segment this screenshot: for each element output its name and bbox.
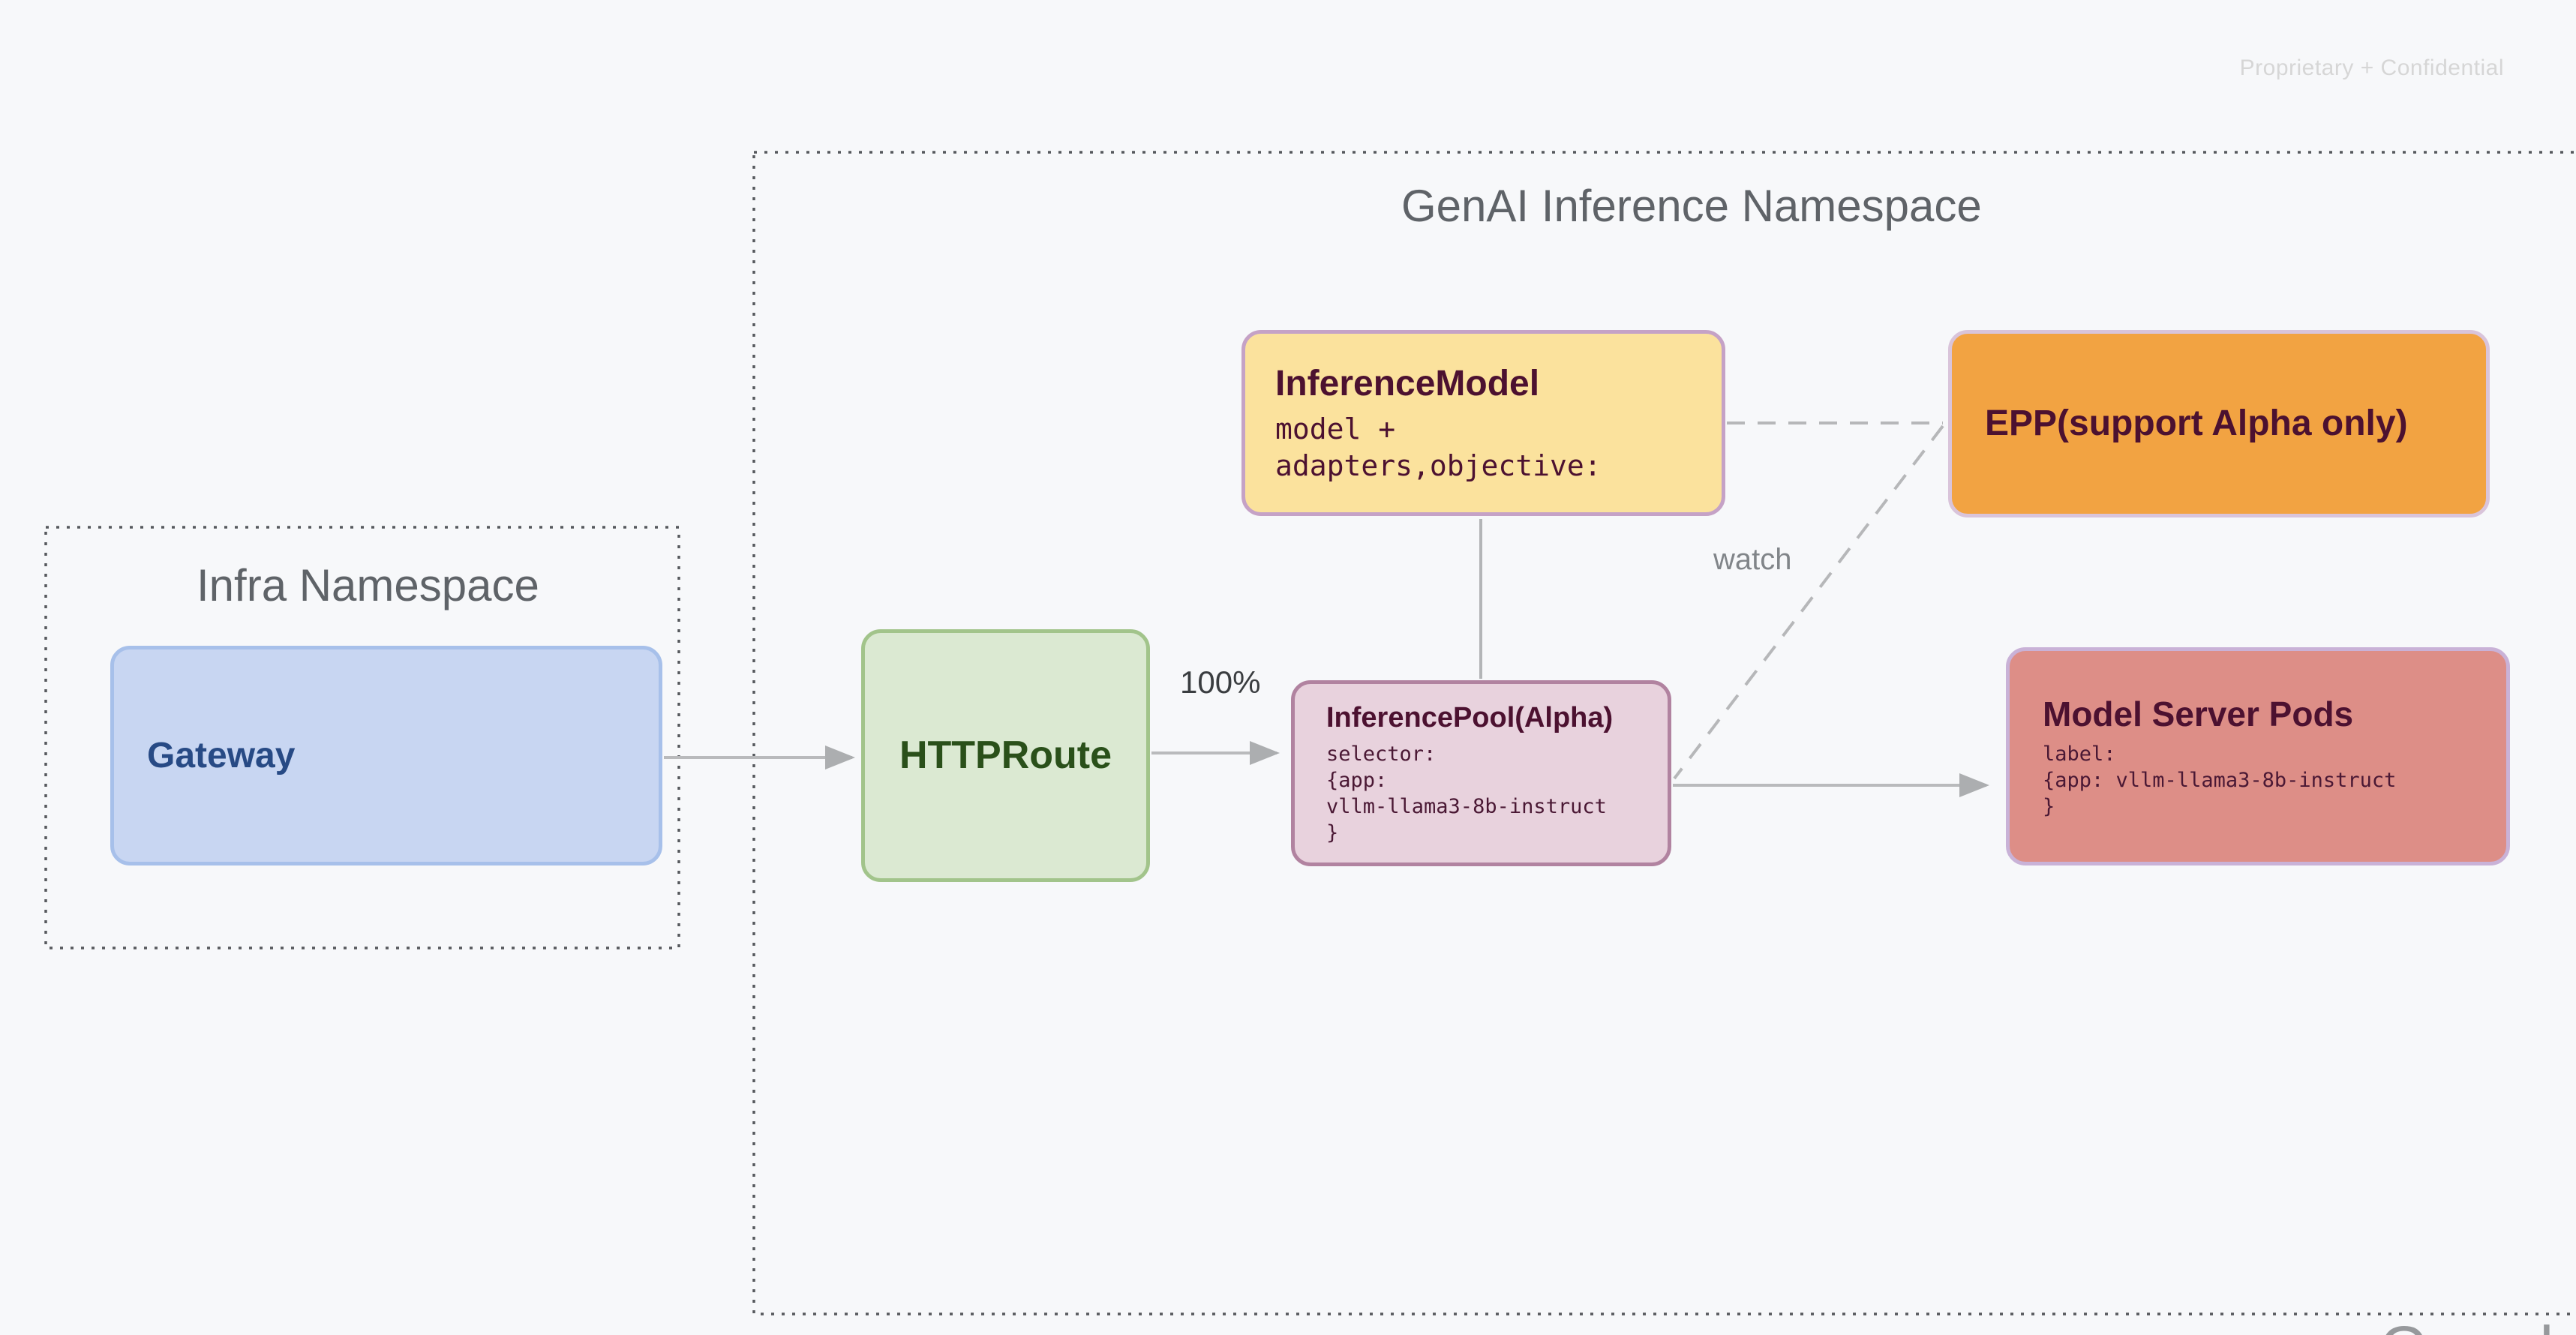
edge-epp-watch-inferencepool-dashed <box>1673 424 1944 780</box>
epp-title: EPP(support Alpha only) <box>1985 404 2408 443</box>
inference-pool-body: selector: {app: vllm-llama3-8b-instruct … <box>1326 742 1607 844</box>
genai-namespace-border <box>752 151 2576 1316</box>
node-inference-pool: InferencePool(Alpha) selector: {app: vll… <box>1291 680 1671 866</box>
node-httproute: HTTPRoute <box>861 629 1150 882</box>
node-model-server-pods: Model Server Pods label: {app: vllm-llam… <box>2006 647 2510 866</box>
node-inference-model: InferenceModel model + adapters,objectiv… <box>1241 330 1725 516</box>
infra-namespace-border <box>44 526 680 950</box>
google-logo-partial: Google <box>2379 1312 2576 1335</box>
infra-namespace-title: Infra Namespace <box>197 560 539 610</box>
inference-model-body: model + adapters,objective: <box>1275 412 1602 482</box>
watch-label: watch <box>1713 543 1792 576</box>
gateway-title: Gateway <box>147 735 296 776</box>
model-server-pods-title: Model Server Pods <box>2043 694 2354 734</box>
watermark-text: Proprietary + Confidential <box>2239 56 2504 80</box>
model-server-pods-body: label: {app: vllm-llama3-8b-instruct } <box>2043 742 2397 818</box>
route-weight-label: 100% <box>1180 664 1261 700</box>
node-epp: EPP(support Alpha only) <box>1948 330 2490 518</box>
genai-namespace-title: GenAI Inference Namespace <box>1401 181 1982 231</box>
node-gateway: Gateway <box>110 646 662 866</box>
inference-pool-title: InferencePool(Alpha) <box>1326 702 1614 734</box>
httproute-title: HTTPRoute <box>899 734 1112 777</box>
inference-model-title: InferenceModel <box>1275 363 1540 404</box>
